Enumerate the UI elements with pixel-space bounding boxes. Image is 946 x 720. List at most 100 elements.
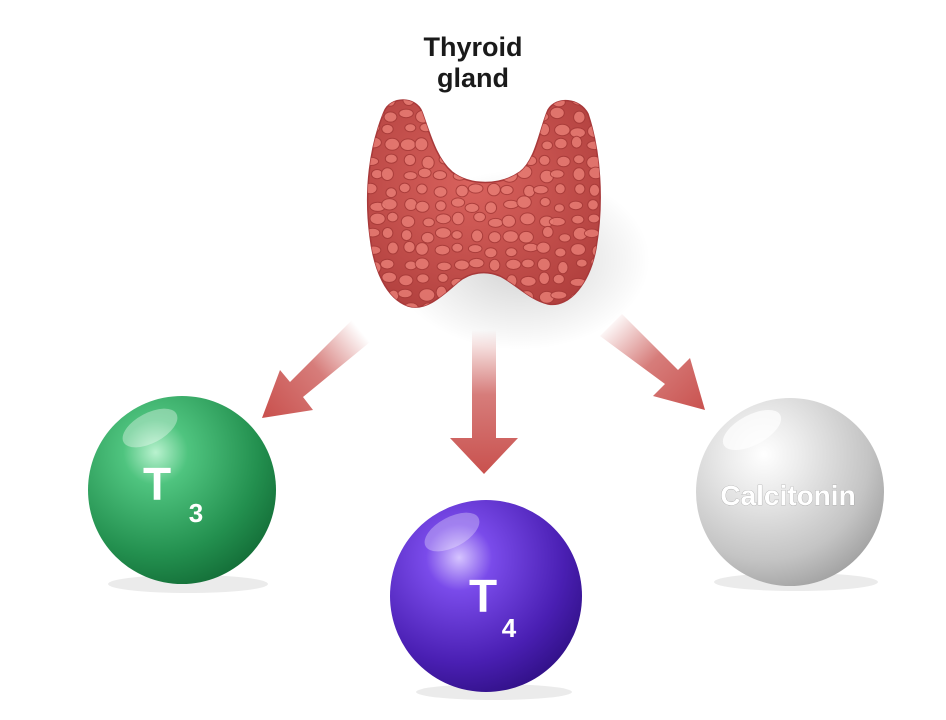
gland-cell (518, 230, 534, 244)
gland-cell (538, 271, 551, 285)
gland-cell (503, 199, 520, 210)
gland-cell (502, 154, 515, 167)
gland-cell (379, 304, 395, 308)
t3-subscript: 3 (189, 498, 203, 528)
gland-cell (570, 243, 586, 256)
gland-cell (400, 229, 413, 242)
gland-cell (435, 200, 447, 212)
gland-cell (554, 137, 568, 150)
gland-cell (381, 123, 394, 135)
gland-cell (435, 138, 451, 148)
title-line-1: Thyroid (423, 32, 523, 62)
gland-cell (451, 242, 464, 253)
gland-cell (381, 227, 394, 239)
gland-cell (450, 197, 466, 208)
gland-cell (415, 200, 430, 213)
gland-cell (367, 182, 378, 195)
gland-cell (533, 185, 549, 195)
gland-cell (502, 230, 519, 243)
gland-cell (536, 241, 551, 254)
gland-cell (573, 154, 585, 165)
gland-cell (484, 100, 500, 106)
gland-cell (587, 124, 601, 138)
gland-cell (583, 228, 600, 239)
gland-cell (403, 240, 416, 254)
gland-cell (570, 135, 583, 149)
gland-cell (484, 201, 498, 214)
gland-cell (586, 140, 601, 151)
thyroid-gland-title: Thyroid gland (373, 32, 573, 94)
gland-cell (398, 274, 414, 287)
gland-cell (552, 100, 566, 108)
gland-cell (415, 109, 432, 124)
gland-cell (587, 213, 601, 224)
gland-cell (436, 261, 452, 272)
calcitonin-sphere: Calcitonin (696, 398, 884, 591)
gland-cell (404, 198, 418, 211)
gland-cell (554, 183, 566, 195)
gland-cell (603, 169, 614, 179)
gland-cell (519, 212, 536, 226)
gland-cell (552, 273, 565, 285)
gland-cell (448, 154, 464, 169)
gland-cell (433, 186, 448, 198)
gland-cell (383, 111, 398, 123)
gland-cell (452, 171, 467, 181)
gland-cell (414, 137, 429, 152)
gland-cell (421, 231, 435, 244)
gland-cell (385, 187, 398, 199)
gland-cell (418, 288, 436, 302)
gland-cell (485, 112, 497, 124)
gland-cell (450, 140, 464, 150)
gland-cell (402, 100, 416, 106)
gland-cell (588, 166, 601, 180)
t3-sphere: T 3 (88, 396, 276, 593)
gland-cell (398, 182, 411, 194)
gland-cell (403, 153, 417, 167)
gland-cell (539, 197, 551, 207)
gland-cell (538, 154, 551, 166)
gland-cell (537, 257, 551, 272)
gland-cell (468, 257, 485, 269)
t4-subscript: 4 (502, 613, 517, 643)
gland-cell (488, 154, 505, 167)
gland-cell (369, 291, 381, 304)
gland-cell (435, 213, 452, 225)
gland-cell (471, 125, 485, 137)
gland-cell (571, 214, 585, 225)
gland-cell (519, 122, 534, 137)
arrow-to-t3 (262, 320, 370, 418)
gland-cell (464, 202, 480, 213)
gland-cell (553, 203, 565, 213)
gland-cell (455, 184, 469, 198)
gland-cell (488, 258, 501, 272)
gland-cell (380, 258, 395, 270)
gland-cell (523, 137, 537, 149)
gland-cell (419, 122, 433, 133)
gland-cell (454, 259, 470, 271)
gland-cell (523, 184, 536, 198)
gland-cell (384, 153, 398, 164)
gland-cell (549, 169, 565, 179)
gland-cell (487, 182, 501, 197)
gland-cell (386, 211, 399, 223)
t4-letter: T (469, 570, 497, 622)
gland-cell (452, 124, 466, 139)
gland-cell (367, 275, 380, 287)
gland-cell (601, 94, 615, 105)
gland-cell (381, 198, 398, 211)
gland-cell (367, 227, 381, 238)
gland-cell (467, 244, 483, 254)
gland-cell (522, 242, 539, 253)
t3-letter: T (143, 458, 171, 510)
gland-cell (399, 138, 417, 151)
gland-cell (398, 108, 414, 119)
gland-cell (556, 155, 571, 168)
gland-cell (537, 100, 549, 106)
gland-cell (484, 139, 497, 153)
gland-cell (421, 155, 435, 170)
gland-cell (548, 216, 566, 227)
gland-cell (367, 245, 382, 255)
gland-cell (501, 122, 514, 135)
